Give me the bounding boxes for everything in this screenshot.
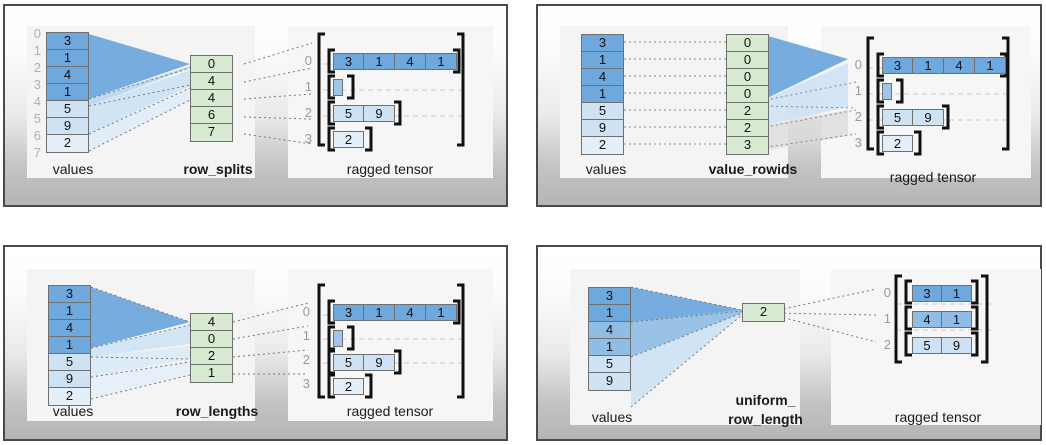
tensor-label-uniform: ragged tensor — [894, 409, 982, 425]
values-column-value-rowids: 3 1 4 1 5 9 2 — [581, 34, 624, 155]
partition-label-uniform: uniform_ row_length — [728, 392, 803, 427]
values-column-row-splits: 3 1 4 1 5 9 2 — [46, 32, 89, 153]
partition-label-value-rowids: value_rowids — [708, 161, 798, 177]
tensor-card-row-lengths — [288, 269, 493, 421]
empty-row-marker — [333, 330, 343, 347]
tensor-label-row-lengths: ragged tensor — [346, 403, 434, 419]
partition-label-row-splits: row_splits — [183, 161, 253, 177]
values-label-uniform: values — [591, 409, 633, 425]
tensor-label-row-splits: ragged tensor — [346, 161, 434, 177]
values-label-row-splits: values — [52, 161, 94, 177]
empty-row-marker — [333, 79, 343, 96]
partition-column-uniform: 2 — [742, 303, 785, 322]
values-column-uniform: 3 1 4 1 5 9 — [588, 287, 631, 391]
values-label-row-lengths: values — [52, 403, 94, 419]
partition-column-row-splits: 0 4 4 6 7 — [190, 55, 233, 142]
values-label-value-rowids: values — [585, 161, 627, 177]
panel-row-splits: 0 1 2 3 4 5 6 7 3 1 4 1 5 9 2 0 4 4 6 7 — [3, 4, 508, 207]
partition-column-row-lengths: 4 0 2 1 — [190, 313, 233, 383]
empty-row-marker — [882, 83, 892, 100]
values-column-row-lengths: 3 1 4 1 5 9 2 — [48, 285, 91, 406]
panel-uniform-row-length: 3 1 4 1 5 9 2 0 1 2 3 1 4 1 5 9 values u… — [536, 245, 1042, 441]
panel-value-rowids: 3 1 4 1 5 9 2 0 0 0 0 2 2 3 0 1 2 3 3 1 … — [536, 4, 1042, 207]
partition-column-value-rowids: 0 0 0 0 2 2 3 — [726, 34, 769, 155]
tensor-label-value-rowids: ragged tensor — [889, 169, 977, 185]
partition-label-row-lengths: row_lengths — [175, 403, 259, 419]
tensor-card-row-splits — [288, 26, 493, 178]
panel-row-lengths: 3 1 4 1 5 9 2 4 0 2 1 0 1 2 3 3 1 4 1 5 — [3, 245, 508, 441]
tensor-card-value-rowids — [821, 26, 1031, 178]
